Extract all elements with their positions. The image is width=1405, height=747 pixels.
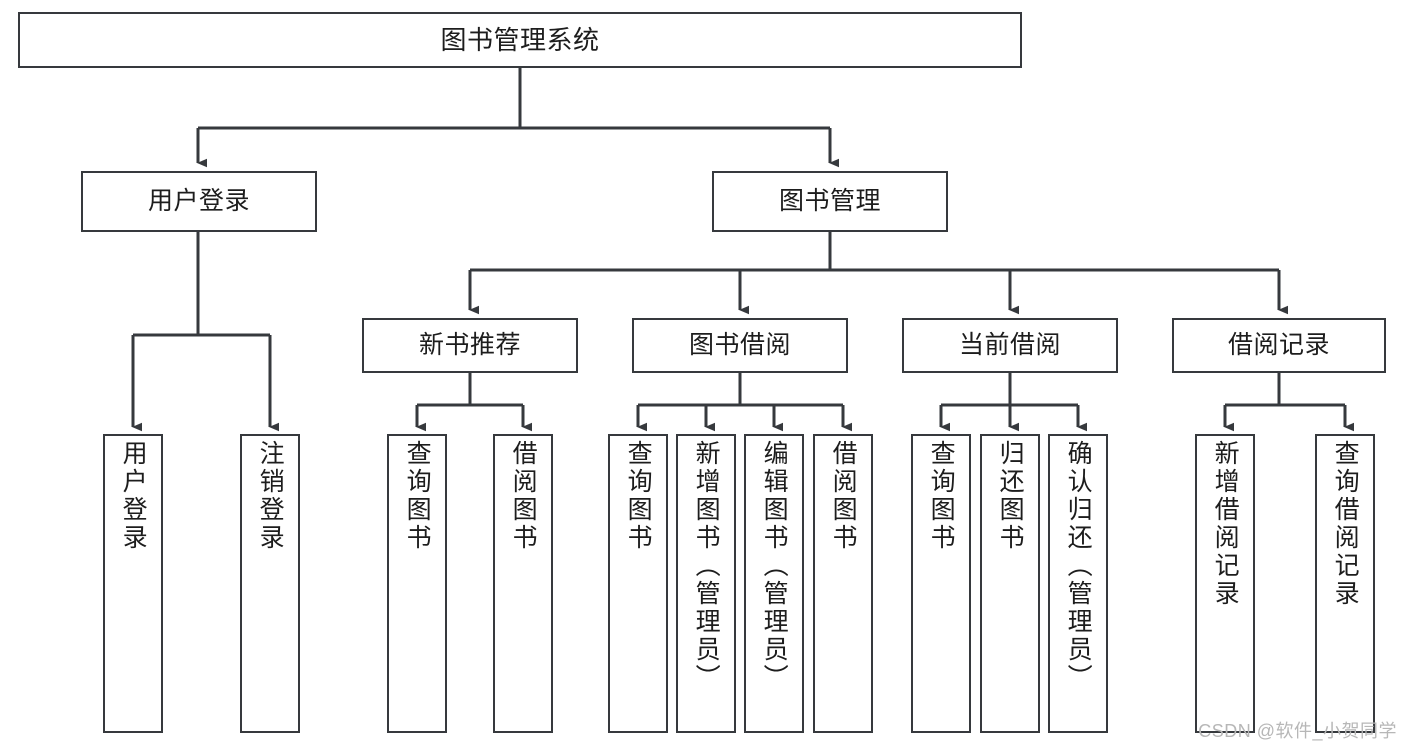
node-label: 借阅记录 (1227, 330, 1330, 359)
leaf-confirm-return-admin[interactable]: 确认归还（管理员） (1048, 434, 1108, 733)
leaf-edit-book-admin[interactable]: 编辑图书（管理员） (744, 434, 804, 733)
node-new-book-recommend[interactable]: 新书推荐 (362, 318, 578, 373)
node-label: 用户登录 (147, 186, 250, 215)
leaf-query-book-recommend[interactable]: 查询图书 (387, 434, 447, 733)
node-book-management-system[interactable]: 图书管理系统 (18, 12, 1022, 68)
node-label: 查询图书 (927, 440, 956, 552)
node-book-borrow[interactable]: 图书借阅 (632, 318, 848, 373)
node-current-borrow[interactable]: 当前借阅 (902, 318, 1118, 373)
node-label: 确认归还（管理员） (1064, 440, 1093, 692)
node-label: 查询图书 (403, 440, 432, 552)
node-label: 注销登录 (256, 440, 285, 552)
node-label: 查询图书 (624, 440, 653, 552)
node-user-login[interactable]: 用户登录 (81, 171, 317, 232)
node-label: 图书管理 (778, 186, 881, 215)
node-label: 用户登录 (119, 440, 148, 552)
node-label: 借阅图书 (509, 440, 538, 552)
node-label: 当前借阅 (958, 330, 1061, 359)
leaf-query-book-borrow[interactable]: 查询图书 (608, 434, 668, 733)
leaf-borrow-book-recommend[interactable]: 借阅图书 (493, 434, 553, 733)
node-label: 图书管理系统 (440, 24, 600, 55)
node-label: 编辑图书（管理员） (760, 440, 789, 692)
leaf-return-book[interactable]: 归还图书 (980, 434, 1040, 733)
node-label: 借阅图书 (829, 440, 858, 552)
leaf-borrow-book[interactable]: 借阅图书 (813, 434, 873, 733)
leaf-user-login[interactable]: 用户登录 (103, 434, 163, 733)
node-label: 归还图书 (996, 440, 1025, 552)
leaf-add-borrow-record[interactable]: 新增借阅记录 (1195, 434, 1255, 733)
csdn-watermark: CSDN @软件_小贺同学 (1198, 721, 1397, 741)
node-label: 新增图书（管理员） (692, 440, 721, 692)
node-label: 新增借阅记录 (1211, 440, 1240, 608)
node-borrow-record[interactable]: 借阅记录 (1172, 318, 1386, 373)
node-label: 新书推荐 (418, 330, 521, 359)
leaf-add-book-admin[interactable]: 新增图书（管理员） (676, 434, 736, 733)
node-label: 查询借阅记录 (1331, 440, 1360, 608)
leaf-logout[interactable]: 注销登录 (240, 434, 300, 733)
node-label: 图书借阅 (688, 330, 791, 359)
node-book-management[interactable]: 图书管理 (712, 171, 948, 232)
leaf-query-borrow-record[interactable]: 查询借阅记录 (1315, 434, 1375, 733)
leaf-query-book-current[interactable]: 查询图书 (911, 434, 971, 733)
